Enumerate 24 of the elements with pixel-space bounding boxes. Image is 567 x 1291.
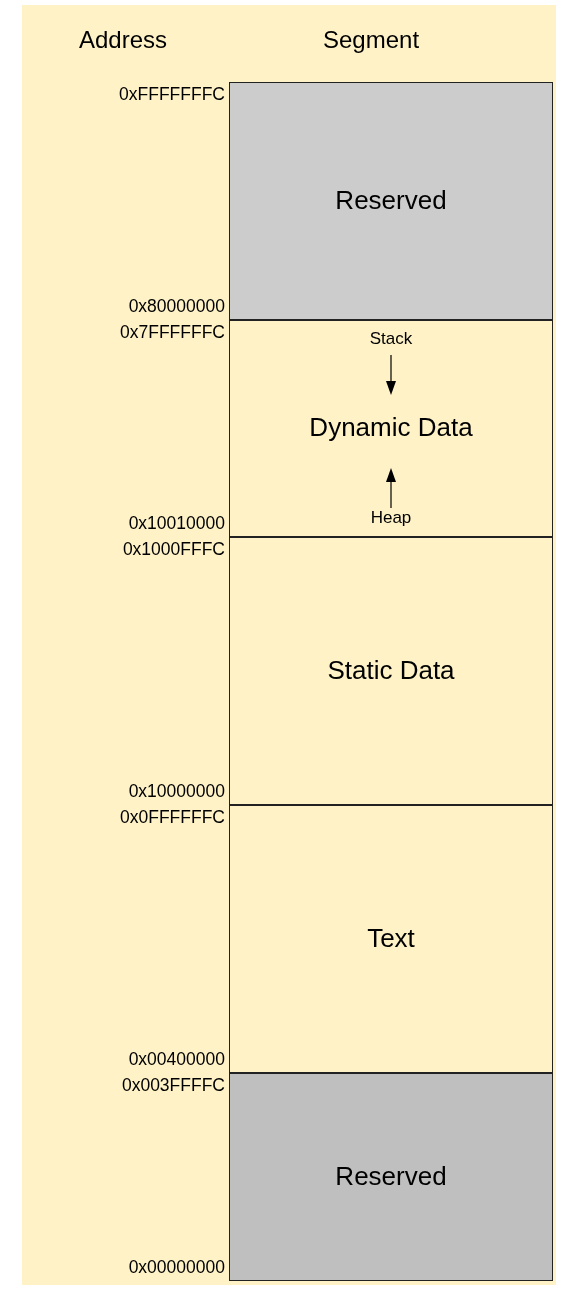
segment-label: Dynamic Data	[308, 411, 474, 443]
address-label: 0x1000FFFC	[122, 539, 225, 560]
segment-label: Stack	[368, 329, 414, 349]
address-label: 0x80000000	[128, 296, 225, 317]
column-header: Segment	[323, 26, 420, 54]
segment-label: Heap	[369, 508, 413, 528]
address-label: 0x00000000	[128, 1257, 225, 1278]
segment-label: Text	[366, 923, 416, 954]
address-label: 0x00400000	[128, 1049, 225, 1070]
memory-segment	[229, 82, 553, 320]
address-label: 0x003FFFFC	[121, 1075, 225, 1096]
column-header: Address	[79, 26, 168, 54]
segment-label: Reserved	[334, 1161, 448, 1192]
address-label: 0x10000000	[128, 781, 225, 802]
segment-label: Static Data	[326, 655, 456, 686]
memory-segment	[229, 537, 553, 805]
address-label: 0xFFFFFFFC	[119, 84, 225, 105]
segment-label: Reserved	[334, 185, 448, 216]
memory-segment	[229, 320, 553, 537]
address-label: 0x7FFFFFFC	[120, 322, 225, 343]
address-label: 0x10010000	[128, 513, 225, 534]
address-label: 0x0FFFFFFC	[120, 807, 225, 828]
memory-segment	[229, 1073, 553, 1281]
memory-segment	[229, 805, 553, 1073]
